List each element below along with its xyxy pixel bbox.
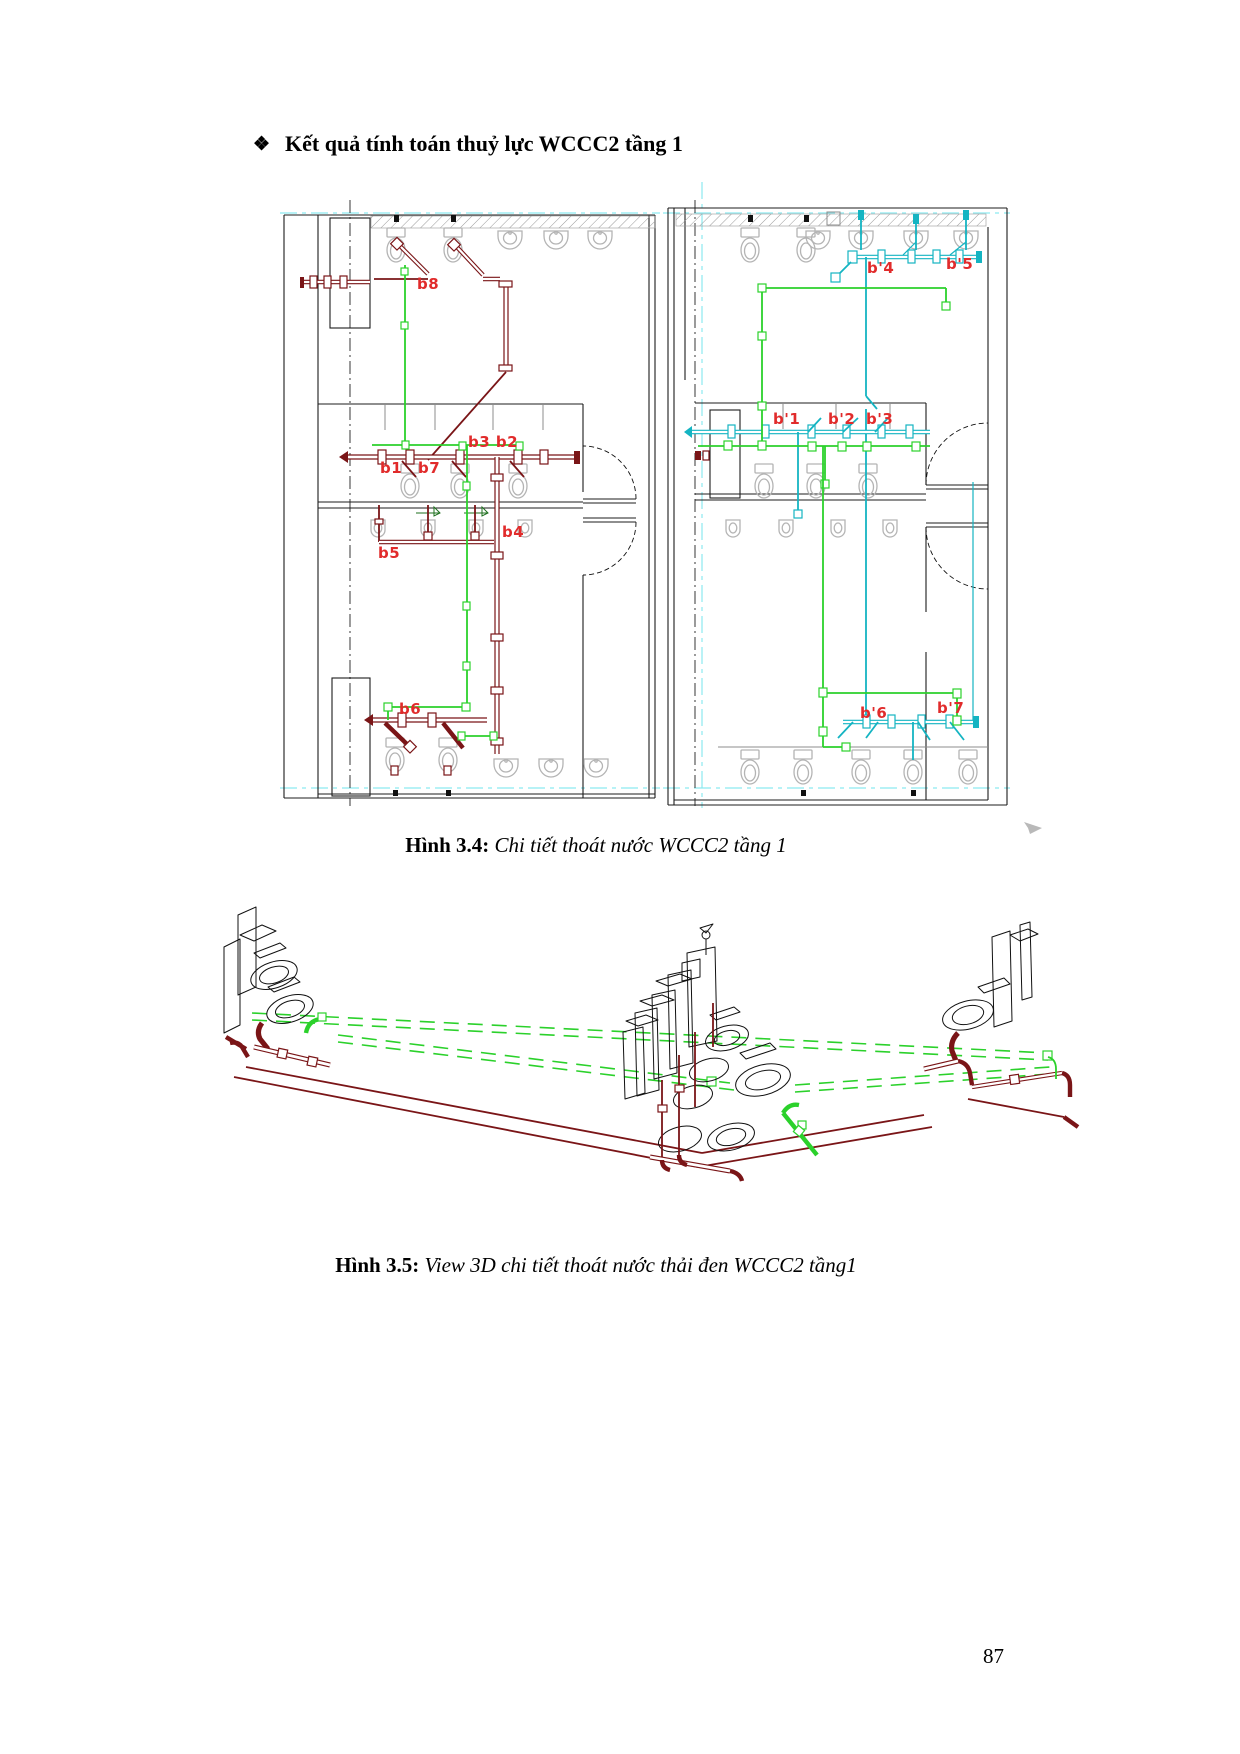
pipe-label-bp6: b'6	[860, 704, 888, 722]
figure-3-4: b8 b3 b2 b1 b7 b5 b4 b6 b'4 b'5 b'1 b'2 …	[278, 182, 1010, 808]
iso-drawing	[223, 906, 1080, 1182]
right-plan-graywater-pipes	[684, 210, 982, 760]
pipe-label-bp4: b'4	[867, 259, 895, 277]
right-plan-fixtures	[725, 211, 979, 796]
floor-plan-drawing	[280, 182, 1010, 808]
iso-center-cluster	[622, 923, 819, 1182]
pipe-label-bp7: b'7	[937, 699, 965, 717]
pipe-label-b5: b5	[378, 544, 401, 562]
pipe-label-b1: b1	[380, 459, 403, 477]
cursor-arrow-icon	[1024, 822, 1042, 834]
pipe-label-bp5: b'5	[946, 255, 974, 273]
left-plan-waste-pipes	[300, 236, 580, 776]
page-number: 87	[983, 1644, 1004, 1668]
section-heading: ❖ Kết quả tính toán thuỷ lực WCCC2 tầng …	[253, 131, 683, 157]
pipe-label-b7: b7	[418, 459, 441, 477]
figure-3-5-caption: Hình 3.5: View 3D chi tiết thoát nước th…	[0, 1253, 1240, 1278]
pipe-label-b3-b2: b3 b2	[468, 433, 519, 451]
pipe-label-bp1: b'1	[773, 410, 801, 428]
left-plan-vent-pipes	[372, 265, 524, 741]
section-heading-text: Kết quả tính toán thuỷ lực WCCC2 tầng 1	[285, 131, 683, 156]
right-plan-waste-fitting	[695, 450, 710, 461]
figure-3-5	[210, 875, 1090, 1245]
diamond-bullet-icon: ❖	[253, 134, 271, 155]
pipe-label-b4: b4	[502, 523, 525, 541]
figure-3-5-caption-label: Hình 3.5:	[335, 1253, 420, 1277]
figure-3-4-caption-text: Chi tiết thoát nước WCCC2 tầng 1	[494, 833, 787, 857]
pipe-label-bp2: b'2	[828, 410, 856, 428]
iso-waste-runs	[233, 1058, 1080, 1168]
left-plan	[280, 200, 660, 806]
iso-left-cluster	[223, 906, 331, 1068]
pipe-label-b8: b8	[417, 275, 440, 293]
pipe-label-bp3: b'3	[866, 410, 894, 428]
right-plan-vent-pipes	[698, 283, 962, 752]
figure-3-4-caption-label: Hình 3.4:	[405, 833, 490, 857]
iso-vent-runs	[251, 1012, 1053, 1093]
left-plan-fixtures	[370, 215, 613, 796]
figure-3-5-caption-text: View 3D chi tiết thoát nước thải đen WCC…	[424, 1253, 857, 1277]
right-plan	[663, 182, 1010, 808]
pipe-label-b6: b6	[399, 700, 422, 718]
iso-right-cluster	[923, 921, 1057, 1079]
figure-3-4-caption: Hình 3.4: Chi tiết thoát nước WCCC2 tầng…	[0, 833, 1240, 858]
